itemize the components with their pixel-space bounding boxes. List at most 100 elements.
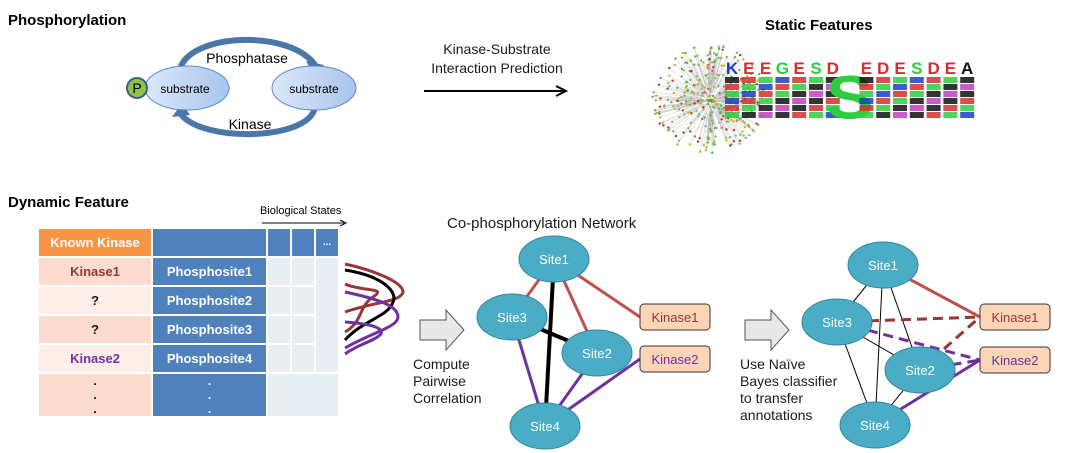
network-node bbox=[738, 142, 741, 145]
logo-letter-block bbox=[893, 77, 907, 83]
network-node bbox=[728, 136, 732, 139]
phosphosite-cell: Phosphosite1 bbox=[153, 258, 266, 285]
phosphorylation-title: Phosphorylation bbox=[8, 12, 127, 29]
logo-letter-block bbox=[926, 98, 941, 104]
network-node bbox=[738, 68, 741, 72]
logo-letter-block bbox=[809, 77, 823, 83]
phosphatase-arrow bbox=[177, 37, 318, 71]
network-edge bbox=[710, 106, 713, 121]
network-node bbox=[704, 149, 707, 152]
network-node bbox=[677, 139, 681, 142]
network-node bbox=[703, 86, 707, 89]
network-edge bbox=[687, 81, 704, 95]
phosphosite-cell: Phosphosite3 bbox=[153, 316, 266, 343]
state-header bbox=[292, 229, 314, 256]
logo-letter-block bbox=[876, 91, 891, 97]
network-node bbox=[712, 52, 716, 55]
network-node bbox=[698, 78, 702, 82]
network-node bbox=[752, 129, 756, 133]
logo-letter-block bbox=[943, 91, 958, 97]
logo-letter-block bbox=[876, 98, 891, 104]
network-node bbox=[686, 88, 690, 92]
network-node bbox=[680, 67, 684, 71]
network-node bbox=[662, 124, 665, 127]
network-edge bbox=[710, 103, 713, 113]
network-edge bbox=[701, 60, 708, 88]
state-cell bbox=[268, 287, 290, 314]
network-edge bbox=[681, 76, 702, 93]
network-node bbox=[666, 81, 670, 85]
logo-letter-block bbox=[909, 105, 924, 111]
classifier-line1: Use Naïve bbox=[740, 356, 806, 372]
network-node bbox=[667, 126, 670, 129]
network-edge bbox=[681, 96, 702, 100]
logo-letter-block bbox=[725, 77, 739, 83]
network-node bbox=[719, 104, 723, 107]
logo-letter-block bbox=[926, 112, 941, 118]
network-node bbox=[671, 120, 674, 124]
network-edge bbox=[694, 111, 706, 137]
kinase-node bbox=[639, 345, 711, 373]
logo-letter-block bbox=[909, 84, 924, 90]
kinase-node bbox=[979, 303, 1051, 331]
network-node bbox=[685, 61, 689, 64]
network-node bbox=[693, 102, 696, 105]
network-edge bbox=[712, 74, 720, 93]
network-node bbox=[756, 101, 759, 104]
network-edge bbox=[690, 60, 705, 88]
site-node bbox=[518, 235, 590, 283]
network-edge bbox=[675, 58, 700, 88]
network-edge bbox=[717, 57, 736, 87]
logo-letter: E bbox=[861, 60, 872, 78]
network-node bbox=[688, 69, 691, 73]
logo-letter: E bbox=[945, 60, 956, 78]
network-node bbox=[699, 102, 703, 105]
site-label: Site1 bbox=[539, 252, 569, 267]
logo-letter-block bbox=[809, 91, 823, 97]
network-edge bbox=[543, 258, 556, 427]
classifier-line4: annotations bbox=[740, 407, 813, 423]
logo-letter-block bbox=[792, 112, 807, 118]
network-edge bbox=[668, 82, 698, 95]
network-edge bbox=[710, 81, 712, 95]
time-series-curves bbox=[343, 262, 405, 356]
logo-letter-block bbox=[960, 105, 975, 111]
network-edge bbox=[682, 103, 702, 111]
network-node bbox=[751, 64, 754, 67]
phosphate-label: P bbox=[132, 80, 141, 96]
site-node bbox=[561, 329, 633, 377]
table-header-row: Known Kinase ... bbox=[39, 229, 338, 256]
logo-letter: S bbox=[810, 60, 821, 78]
network-edge bbox=[697, 55, 707, 87]
network-edge bbox=[710, 114, 715, 145]
network-node bbox=[693, 46, 696, 50]
logo-letter-block bbox=[960, 84, 975, 90]
network-node bbox=[659, 97, 662, 100]
network-node bbox=[671, 79, 674, 82]
network-node bbox=[705, 146, 708, 149]
site-label: Site4 bbox=[860, 418, 890, 433]
network-edge bbox=[656, 95, 694, 99]
site-label: Site2 bbox=[905, 363, 935, 378]
logo-letter: D bbox=[877, 60, 889, 78]
network-edge bbox=[689, 71, 705, 92]
classifier-line3: to transfer bbox=[740, 390, 804, 406]
logo-letter-block bbox=[775, 98, 790, 104]
network-edge bbox=[713, 103, 722, 113]
logo-letter-block bbox=[792, 98, 807, 104]
logo-letter: G bbox=[776, 60, 789, 78]
network-node bbox=[674, 57, 677, 60]
network-node bbox=[736, 119, 739, 122]
network-node bbox=[697, 63, 700, 67]
network-edge bbox=[714, 111, 727, 138]
network-node bbox=[696, 99, 700, 103]
logo-letter-block bbox=[809, 98, 823, 104]
logo-letter-block bbox=[725, 112, 739, 118]
network-edge bbox=[660, 77, 696, 94]
network-node bbox=[725, 128, 728, 131]
network-edge bbox=[711, 77, 716, 94]
site-label: Site1 bbox=[868, 258, 898, 273]
network-edge bbox=[703, 114, 709, 146]
network-node bbox=[732, 128, 736, 132]
network-node bbox=[708, 57, 711, 61]
